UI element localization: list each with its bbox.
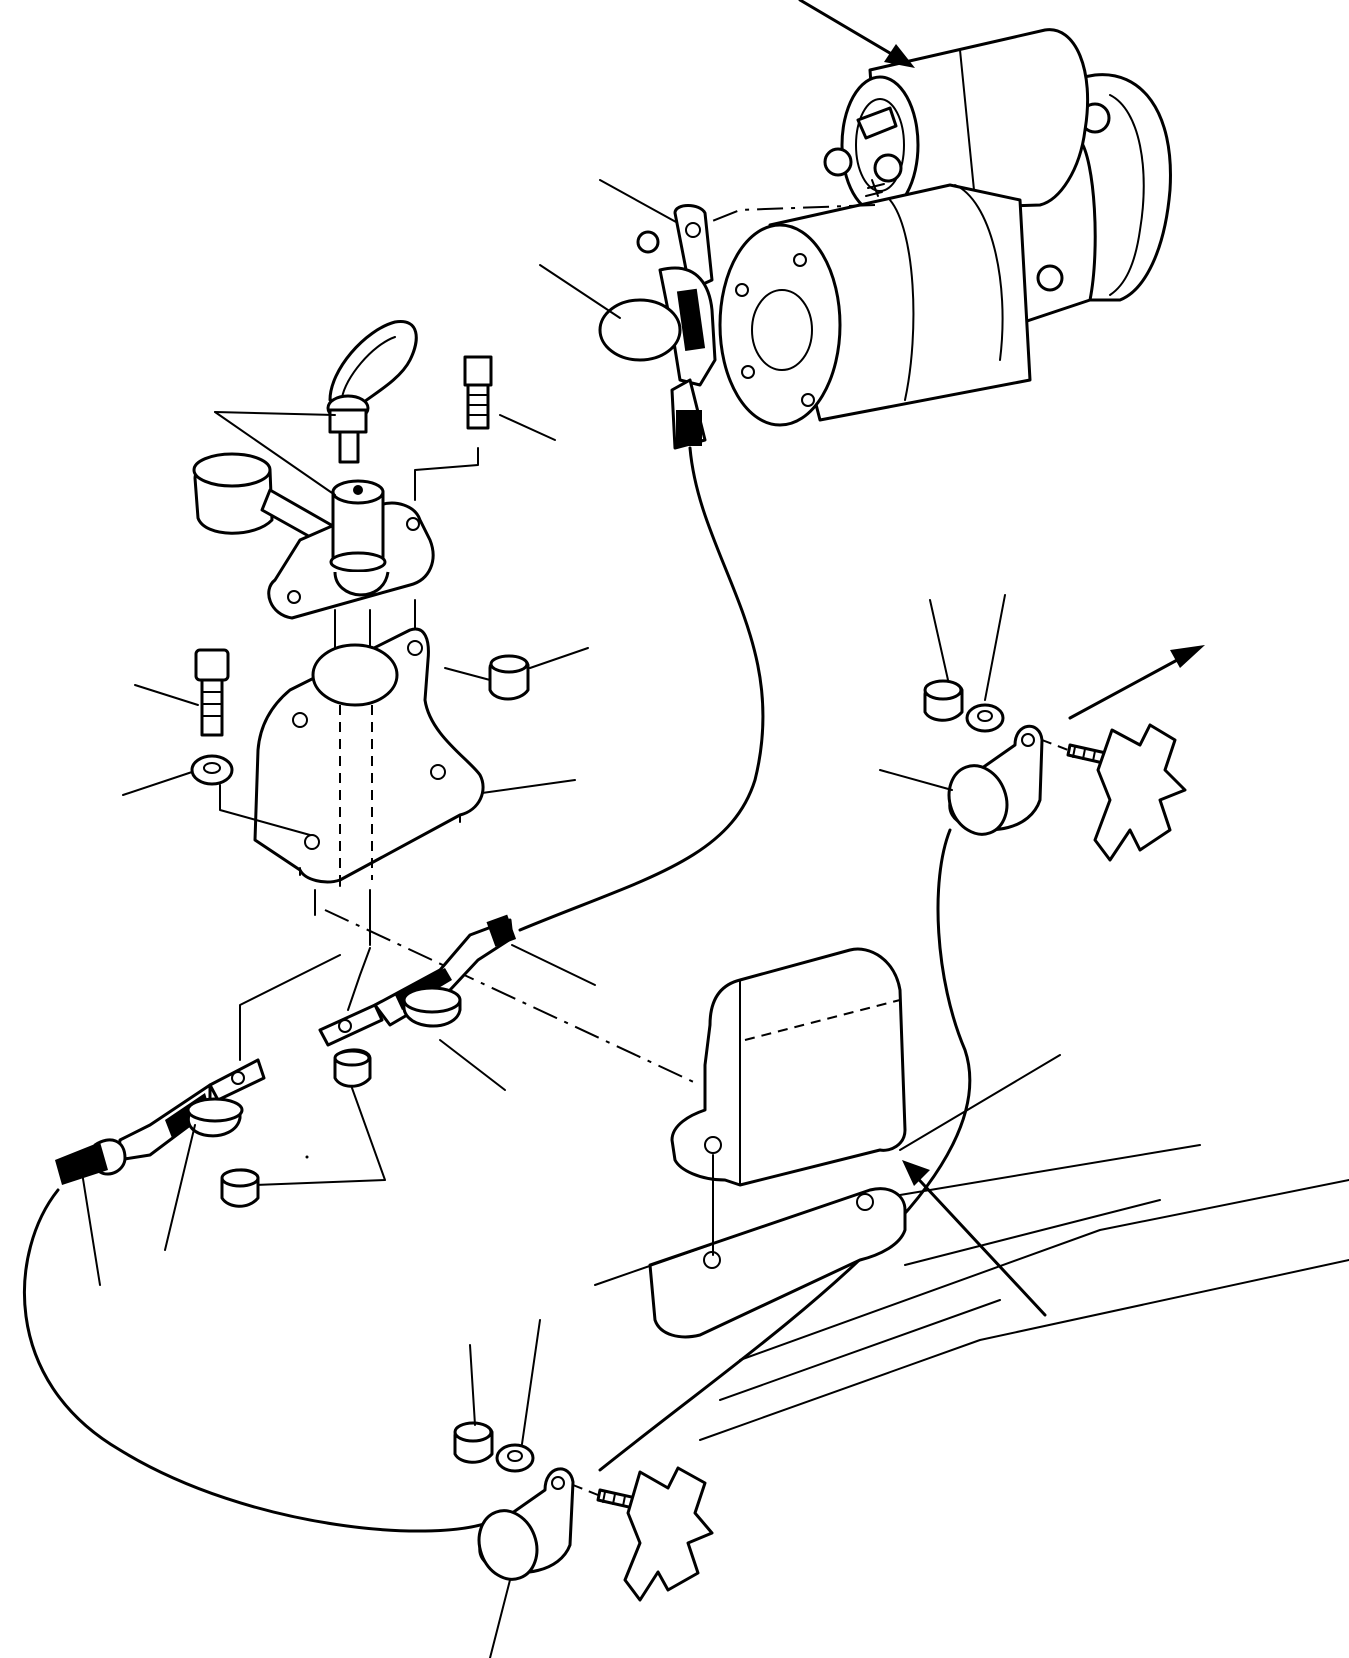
callout-leaders	[79, 179, 1006, 1658]
washer-icon-left	[190, 754, 234, 786]
battery-cable-upper	[518, 446, 765, 932]
chassis-rails	[594, 1054, 1349, 1441]
bracket-icon	[253, 627, 485, 887]
nut-icon-center	[333, 1048, 372, 1088]
cable-icon	[318, 914, 517, 1047]
leader-arrow-plate	[902, 1160, 1047, 1317]
clip-icon-right	[923, 679, 1187, 862]
battery-cable-lower	[22, 1188, 497, 1533]
clip-icon-lower	[453, 1421, 714, 1602]
clip-cable-right	[598, 828, 972, 1472]
starter-motor-icon	[718, 28, 1172, 427]
leader-arrow-frame	[1068, 645, 1205, 720]
starter-cable-terminal	[598, 204, 717, 450]
switch-icon	[267, 479, 435, 620]
key-icon	[326, 320, 418, 464]
nut-icon-bracket	[488, 654, 530, 701]
cable-terminal-lower	[55, 1058, 266, 1185]
leader-arrow-starter	[798, 0, 915, 68]
nut-icon-lower	[220, 1168, 260, 1208]
speck	[305, 1155, 309, 1159]
bolt-icon-left	[194, 648, 230, 737]
plate-icon	[648, 947, 907, 1339]
bolt-icon-upper	[463, 355, 493, 430]
